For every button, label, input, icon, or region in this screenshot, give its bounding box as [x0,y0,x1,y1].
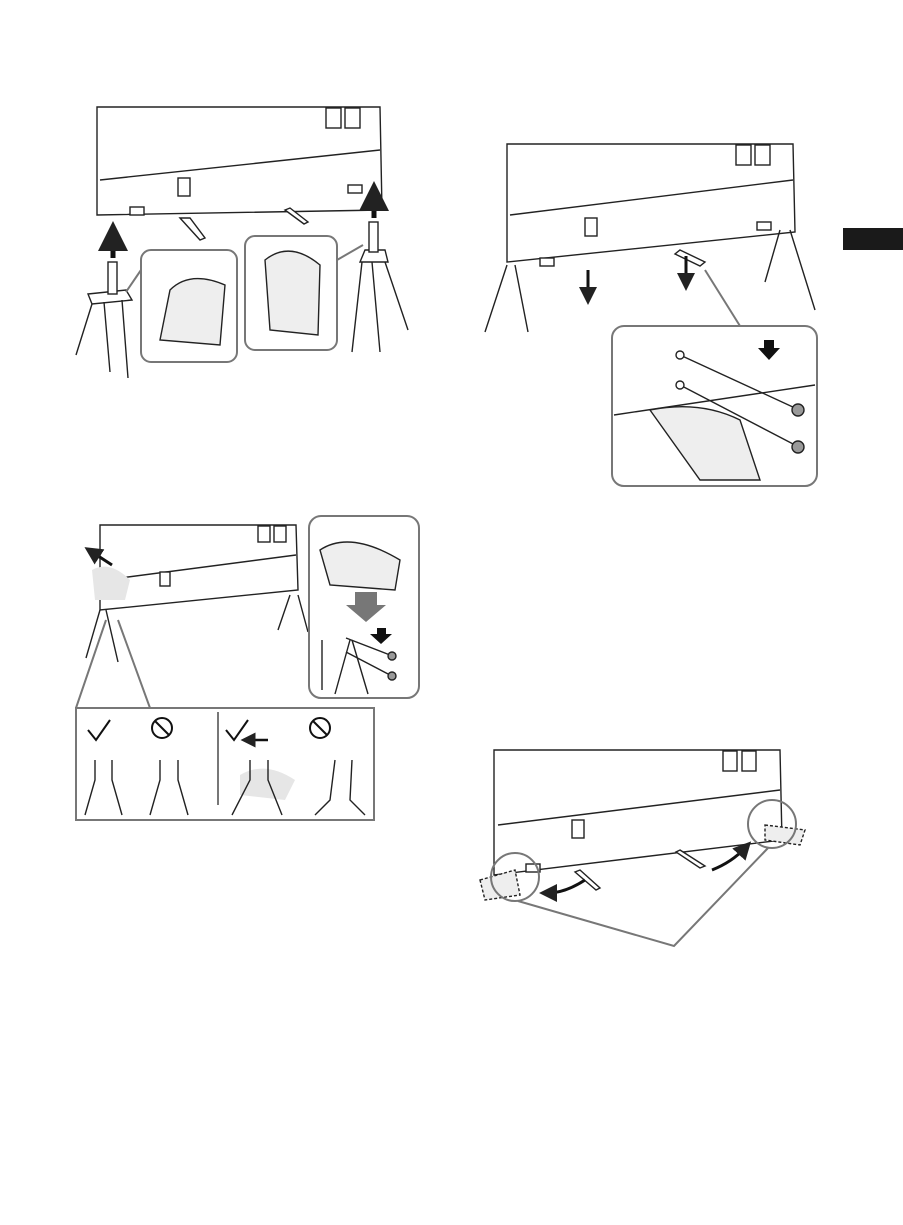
step3-illustration [76,516,419,820]
left-stand-leg [485,265,528,332]
step2-illustration [485,144,817,486]
step4-illustration [480,750,805,946]
right-stand-leg [765,230,815,310]
rotate-arrow-icon [712,848,745,870]
rotate-arrow-icon [548,880,585,893]
tv-back-panel [507,144,795,262]
tv-back-panel [494,750,782,875]
step1-illustration [76,107,408,378]
